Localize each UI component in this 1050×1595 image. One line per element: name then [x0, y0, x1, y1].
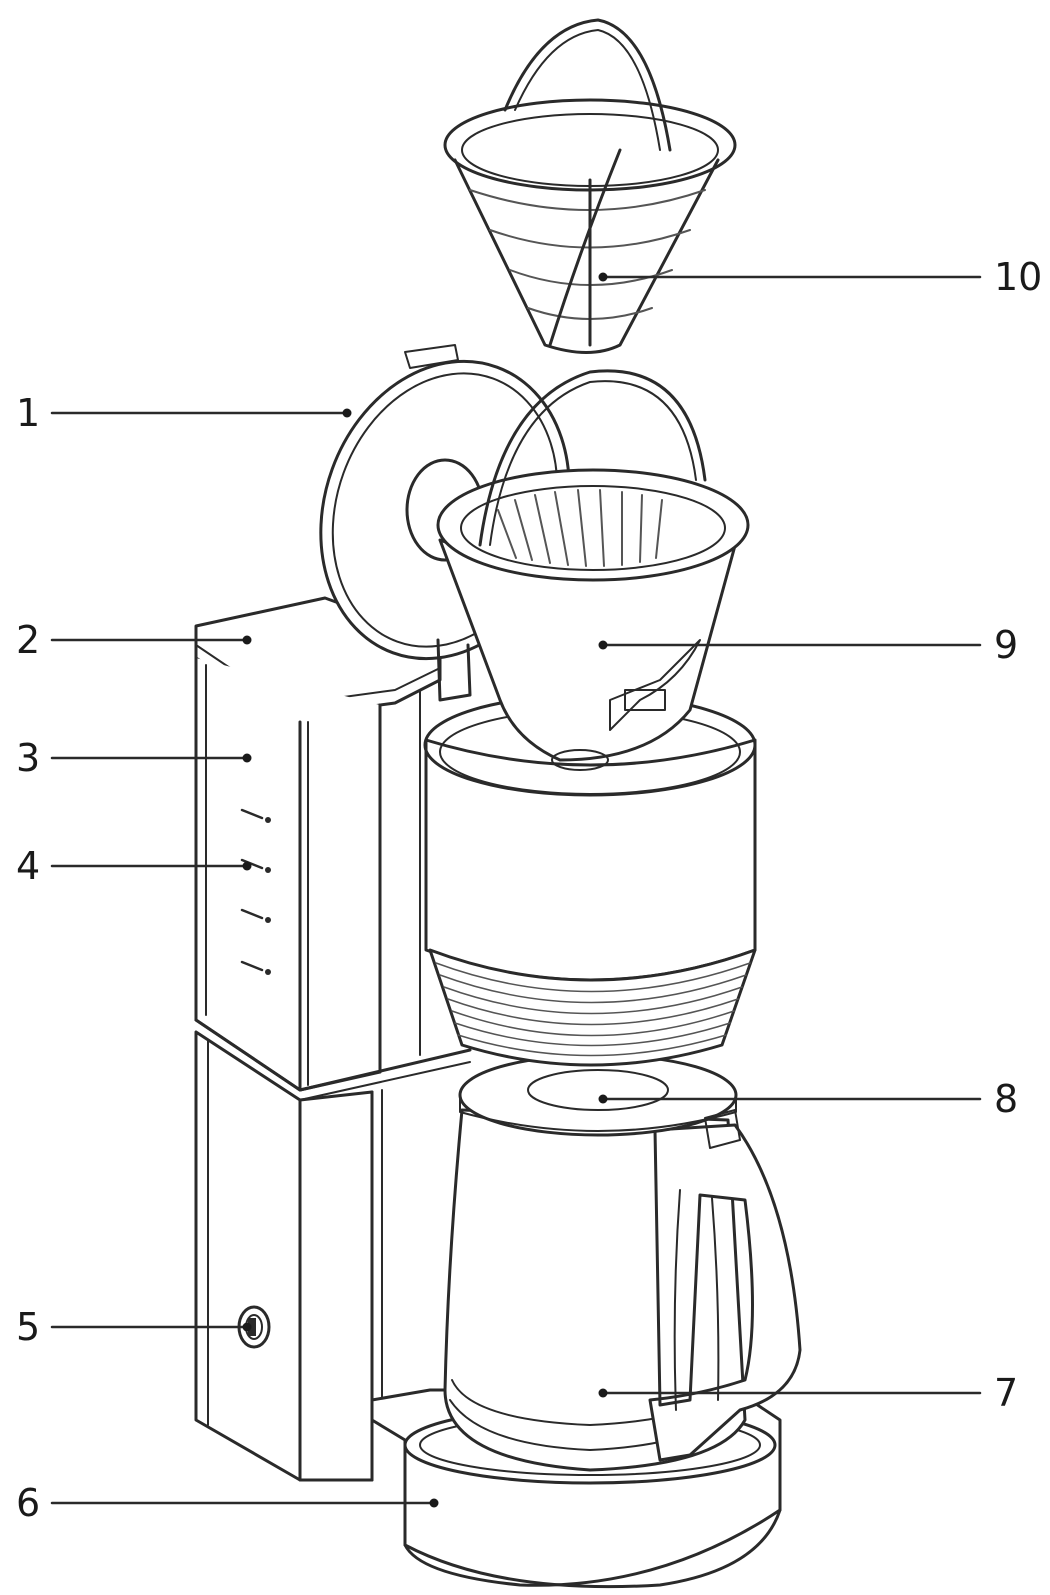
- callout-1-label: 1: [16, 391, 40, 435]
- callout-2-label: 2: [16, 618, 40, 662]
- callout-leaders: [50, 272, 982, 1508]
- callout-3-label: 3: [16, 736, 40, 780]
- callout-8-label: 8: [994, 1077, 1018, 1121]
- callout-10-label: 10: [994, 255, 1042, 299]
- callout-7-label: 7: [994, 1371, 1018, 1415]
- housing: [194, 596, 472, 1482]
- permanent-filter: [443, 18, 737, 354]
- filter-holder: [405, 369, 750, 771]
- water-level-marks: [240, 808, 271, 975]
- callout-6-label: 6: [16, 1481, 40, 1525]
- callout-labels: 1 2 3 4 5 6 7 8 9 10: [16, 255, 1042, 1525]
- callout-9-label: 9: [994, 623, 1018, 667]
- carafe: [443, 1053, 802, 1472]
- callout-5-label: 5: [16, 1305, 40, 1349]
- filter-housing: [423, 693, 757, 1067]
- callout-4-label: 4: [16, 844, 40, 888]
